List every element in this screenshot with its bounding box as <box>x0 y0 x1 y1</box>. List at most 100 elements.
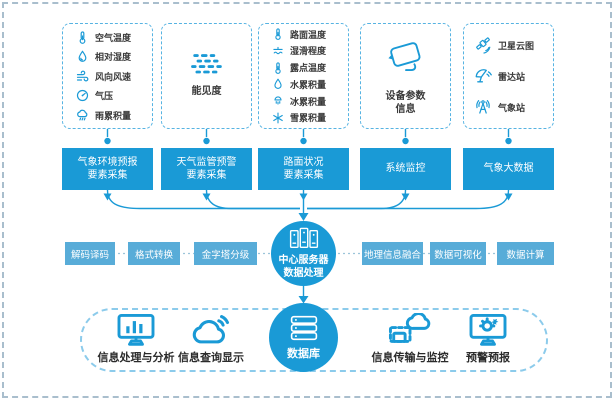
list-item: 湿滑程度 <box>272 44 348 57</box>
sensor-label: 湿滑程度 <box>290 47 327 58</box>
collector-box-road: 路面状况 要素采集 <box>258 148 349 190</box>
output-label: 信息查询显示 <box>178 351 244 364</box>
sensor-list: 卫星云图 雷达站 气象站 <box>464 36 553 116</box>
database-node: 数据库 <box>269 303 338 372</box>
thermometer-icon <box>275 28 281 40</box>
wind-icon <box>76 70 89 81</box>
sensor-label: 路面温度 <box>290 30 327 41</box>
sensor-label: 卫星云图 <box>498 41 535 52</box>
slippery-icon <box>273 46 283 55</box>
source-box-road: 路面温度 湿滑程度 露点温度 水累积量 冰累积量 雪累积量 <box>258 23 349 129</box>
source-box-bigdata: 卫星云图 雷达站 气象站 <box>463 23 554 129</box>
process-box-gis: 地理信息融合 <box>362 242 423 265</box>
source-label-line1: 设备参数 <box>385 90 426 102</box>
fog-icon <box>190 54 222 74</box>
process-box-decode: 解码译码 <box>65 242 115 265</box>
process-box-format: 格式转换 <box>128 242 180 265</box>
process-label: 数据可视化 <box>434 249 482 261</box>
list-item: 相对湿度 <box>76 50 152 63</box>
list-item: 冰累积量 <box>272 95 348 108</box>
collector-line2: 要素采集 <box>283 170 324 181</box>
sensor-label: 相对湿度 <box>95 53 132 63</box>
water-icon <box>274 79 282 90</box>
transfer-cloud-icon <box>388 313 431 343</box>
station-icon <box>476 100 490 114</box>
process-label: 数据计算 <box>506 249 545 261</box>
central-server-label: 中心服务器 数据处理 <box>279 254 329 280</box>
process-box-pyramid: 金字塔分级 <box>194 242 257 265</box>
collector-box-bigdata: 气象大数据 <box>463 148 554 190</box>
central-server-node: 中心服务器 数据处理 <box>271 221 336 286</box>
list-item: 气压 <box>76 89 152 102</box>
list-item: 雨累积量 <box>76 109 152 122</box>
process-label: 格式转换 <box>134 249 173 261</box>
output-label: 信息传输与监控 <box>371 351 449 364</box>
sensor-label: 风向风速 <box>95 72 132 83</box>
list-item: 风向风速 <box>76 70 152 83</box>
sensor-list: 空气温度 相对湿度 风向风速 气压 雨累积量 <box>63 30 152 122</box>
output-analysis: 信息处理与分析 <box>78 313 194 365</box>
database-label: 数据库 <box>287 346 320 360</box>
source-label: 设备参数 信息 <box>386 90 426 116</box>
collector-line1: 天气监管预警 <box>176 156 237 168</box>
process-box-compute: 数据计算 <box>497 242 554 265</box>
sensor-label: 雷达站 <box>498 72 526 83</box>
list-item: 路面温度 <box>272 28 348 41</box>
monitor-sun-icon <box>469 313 507 346</box>
list-item: 露点温度 <box>272 61 348 74</box>
collector-line1: 系统监控 <box>385 163 426 175</box>
process-label: 解码译码 <box>70 249 109 261</box>
output-query: 信息查询显示 <box>153 313 269 365</box>
source-label: 能见度 <box>191 86 222 97</box>
radar-icon <box>475 69 492 83</box>
list-item: 卫星云图 <box>474 36 553 54</box>
sensor-list: 路面温度 湿滑程度 露点温度 水累积量 冰累积量 雪累积量 <box>259 28 348 124</box>
database-icon <box>290 315 317 340</box>
sensor-label: 露点温度 <box>290 64 327 75</box>
pressure-icon <box>76 89 89 102</box>
process-box-visualization: 数据可视化 <box>430 242 486 265</box>
source-box-atmosphere: 空气温度 相对湿度 风向风速 气压 雨累积量 <box>62 23 153 129</box>
rain-icon <box>77 109 88 120</box>
collector-box-warning: 天气监管预警 要素采集 <box>161 148 252 190</box>
sensor-label: 冰累积量 <box>290 97 327 108</box>
sensor-label: 水累积量 <box>290 80 327 91</box>
monitor-chart-icon <box>117 313 155 346</box>
thermometer-icon <box>275 61 281 74</box>
collector-line1: 气象环境预报 <box>77 156 138 168</box>
list-item: 雪累积量 <box>272 111 348 124</box>
server-icon <box>289 227 318 248</box>
list-item: 空气温度 <box>76 30 152 44</box>
central-server-line2: 数据处理 <box>283 268 324 279</box>
source-label-line2: 信息 <box>395 103 416 115</box>
process-label: 金字塔分级 <box>201 249 250 261</box>
sensor-label: 雪累积量 <box>290 114 327 125</box>
camera-icon <box>387 41 421 71</box>
source-box-visibility: 能见度 <box>161 23 252 129</box>
collector-box-monitoring: 系统监控 <box>360 148 451 190</box>
ice-icon <box>274 96 282 105</box>
collector-line2: 要素采集 <box>186 170 227 181</box>
collector-line2: 要素采集 <box>87 170 128 181</box>
thermometer-icon <box>79 30 86 44</box>
process-label: 地理信息融合 <box>363 249 421 261</box>
cloud-signal-icon <box>192 315 230 344</box>
output-label: 信息处理与分析 <box>97 351 175 364</box>
list-item: 雷达站 <box>474 67 553 85</box>
output-forecast: 预警预报 <box>430 313 546 365</box>
sensor-label: 气象站 <box>498 103 526 114</box>
collector-line1: 路面状况 <box>283 156 324 168</box>
sensor-label: 气压 <box>95 92 114 102</box>
list-item: 气象站 <box>474 98 553 116</box>
sensor-label: 空气温度 <box>95 33 132 44</box>
central-server-line1: 中心服务器 <box>278 255 329 266</box>
list-item: 水累积量 <box>272 78 348 91</box>
sensor-label: 雨累积量 <box>95 111 132 122</box>
humidity-icon <box>78 50 87 62</box>
snow-icon <box>273 112 283 124</box>
collector-box-forecast: 气象环境预报 要素采集 <box>62 148 153 190</box>
output-transmission: 信息传输与监控 <box>352 313 468 365</box>
satellite-icon <box>476 37 491 54</box>
